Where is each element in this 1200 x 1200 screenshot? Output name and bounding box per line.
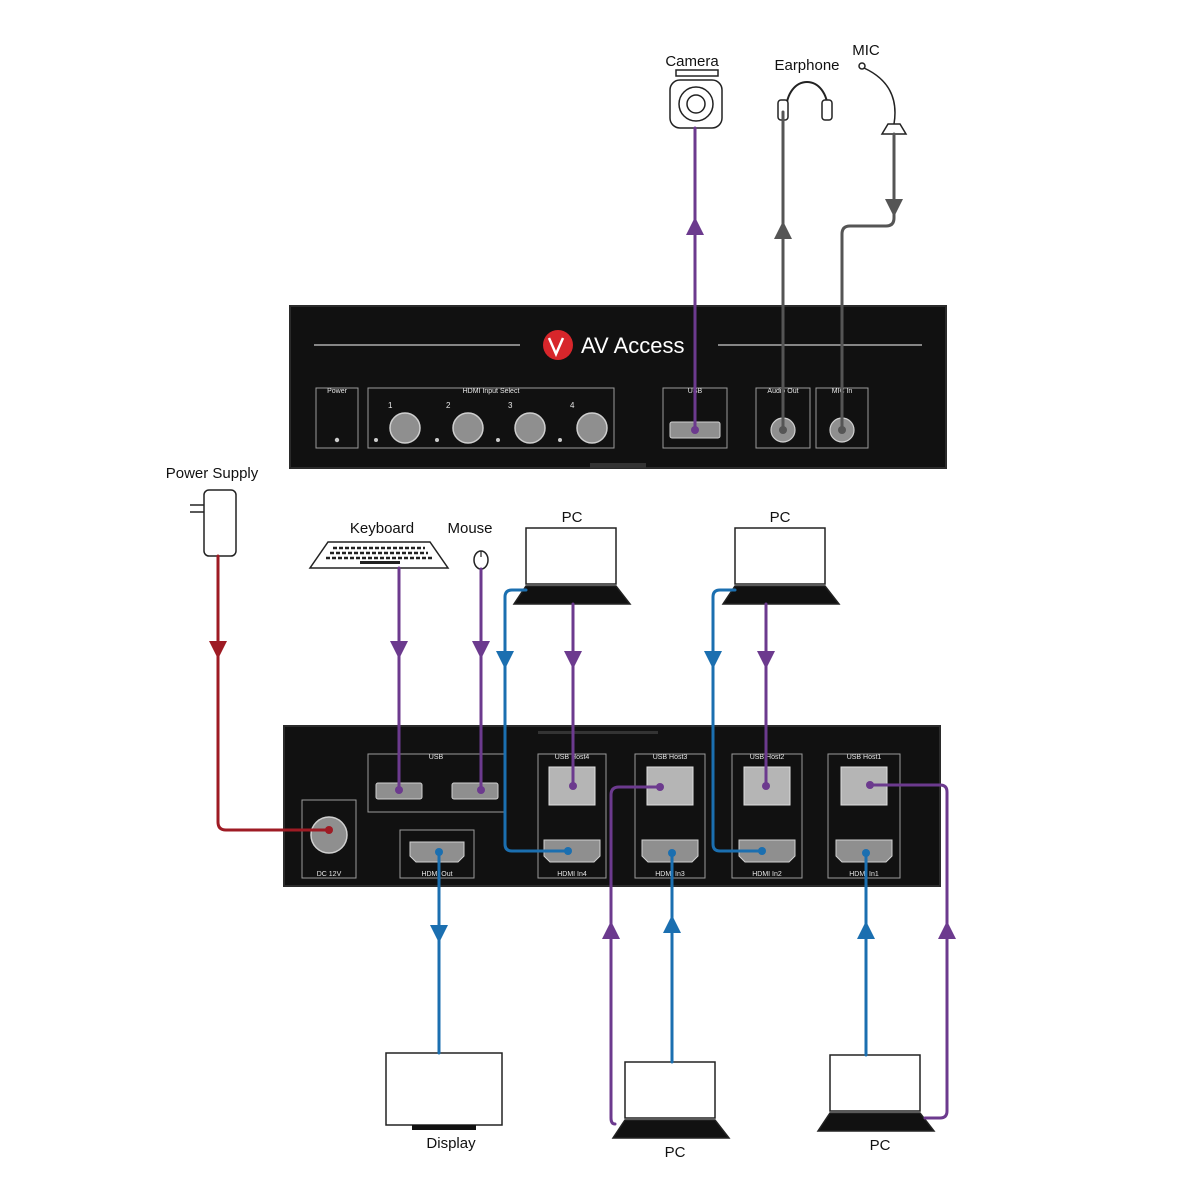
camera-device: Camera	[665, 53, 723, 129]
pc-top-right-label: PC	[770, 509, 791, 526]
pc-top-left-label: PC	[562, 509, 583, 526]
select-number-1: 1	[388, 401, 393, 410]
laptop-base-icon	[816, 1112, 936, 1132]
hdmi-in4-label: HDMI In4	[557, 871, 587, 878]
mic-device: MIC	[852, 42, 908, 135]
keyboard-label: Keyboard	[350, 520, 414, 537]
pc-bottom-left-usb-wire	[609, 785, 662, 1126]
select-button-4[interactable]	[576, 412, 608, 444]
laptop-base-icon	[512, 585, 632, 605]
pc-bottom-left-label: PC	[665, 1144, 686, 1161]
select-button-1[interactable]	[389, 412, 421, 444]
laptop-screen-icon	[525, 527, 617, 585]
display-stand-icon	[412, 1125, 476, 1130]
laptop-screen-icon	[624, 1061, 716, 1119]
rear-usb-label: USB	[429, 754, 444, 761]
front-panel-chassis	[289, 305, 947, 469]
power-box	[315, 387, 359, 449]
host1-box	[827, 753, 901, 879]
power-supply-device: Power Supply	[166, 465, 259, 557]
rear-usb-port-2[interactable]	[451, 782, 499, 800]
power-supply-label: Power Supply	[166, 465, 259, 482]
camera-mount	[675, 69, 719, 77]
select-number-2: 2	[446, 401, 451, 410]
pc-bottom-right: PC	[816, 1054, 936, 1154]
power-wire	[216, 554, 331, 832]
mic-base-icon	[880, 123, 908, 135]
earphone-device: Earphone	[774, 57, 840, 121]
mic-head-icon	[858, 62, 866, 70]
select-number-4: 4	[570, 401, 575, 410]
pc-top-right: PC	[721, 509, 841, 605]
select-number-3: 3	[508, 401, 513, 410]
pc-bottom-right-usb-wire	[868, 783, 949, 1120]
hdmi-in1-label: HDMI In1	[849, 871, 879, 878]
hdmi-out-label: HDMI Out	[421, 871, 452, 878]
select-button-3[interactable]	[514, 412, 546, 444]
keyboard-device: Keyboard	[308, 520, 450, 569]
dc-box	[301, 799, 357, 879]
mic-audio-wire	[840, 132, 896, 432]
power-led	[334, 437, 340, 443]
front-panel: AV Access Power HDMI Input Select 1 2 3 …	[289, 305, 947, 469]
power-adapter-icon	[203, 489, 237, 557]
display-device: Display	[385, 1052, 503, 1152]
laptop-screen-icon	[734, 527, 826, 585]
brand-name: AV Access	[581, 333, 685, 358]
hdmi-select-box	[367, 387, 615, 449]
pc-top-right-hdmi-wire	[711, 588, 764, 853]
hdmi-in3-label: HDMI In3	[655, 871, 685, 878]
laptop-screen-icon	[829, 1054, 921, 1112]
earphone-label: Earphone	[774, 57, 839, 74]
mic-label: MIC	[852, 42, 880, 59]
pc-top-left-hdmi-wire	[503, 588, 570, 853]
brand-logo-icon	[543, 330, 573, 360]
dc-label: DC 12V	[317, 871, 342, 878]
pc-top-left: PC	[512, 509, 632, 605]
laptop-base-icon	[611, 1119, 731, 1139]
power-label: Power	[327, 388, 348, 395]
usb-host3-label: USB Host3	[653, 754, 688, 761]
select-button-2[interactable]	[452, 412, 484, 444]
pc-bottom-left: PC	[611, 1061, 731, 1161]
mouse-device: Mouse	[447, 520, 493, 570]
usb-host1-label: USB Host1	[847, 754, 882, 761]
hdmi-input-select-label: HDMI Input Select	[463, 388, 520, 395]
camera-label: Camera	[665, 53, 719, 70]
wires	[209, 110, 956, 1126]
display-label: Display	[426, 1135, 476, 1152]
display-icon	[385, 1052, 503, 1126]
keyboard-icon	[308, 541, 450, 569]
hdmi-out-box	[399, 829, 475, 879]
mouse-label: Mouse	[447, 520, 492, 537]
pc-bottom-right-label: PC	[870, 1137, 891, 1154]
hdmi-in2-port[interactable]	[738, 839, 796, 863]
dc-jack[interactable]	[310, 816, 348, 854]
laptop-base-icon	[721, 585, 841, 605]
host3-box	[634, 753, 706, 879]
hdmi-in2-label: HDMI In2	[752, 871, 782, 878]
